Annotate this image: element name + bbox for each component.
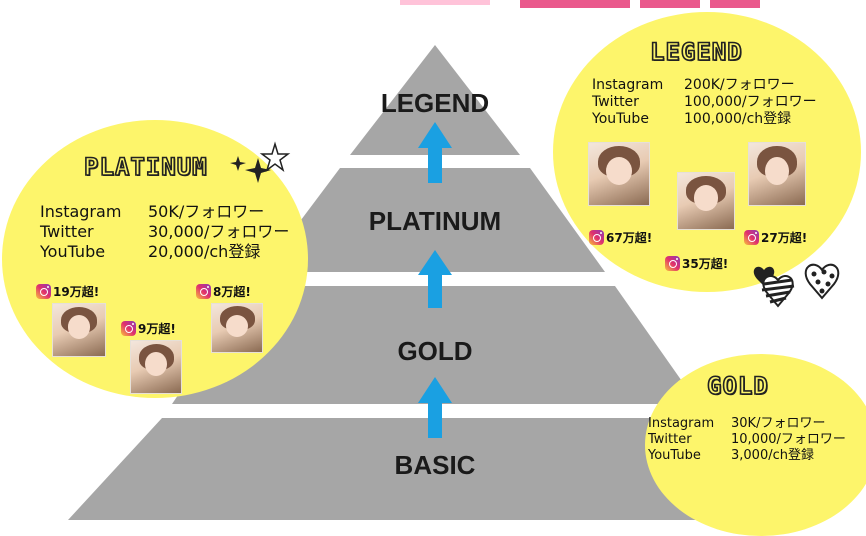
influencer-photo (588, 142, 650, 206)
top-accent-decoration (400, 0, 760, 8)
tier-label-legend: LEGEND (380, 88, 490, 118)
heart-icon (753, 263, 840, 308)
up-arrow-icon (418, 377, 452, 438)
instagram-icon (121, 321, 136, 336)
tier-legend-band (350, 45, 520, 155)
instagram-icon (589, 230, 604, 245)
legend-badge-1: 67万超! (589, 229, 652, 246)
platinum-badge-3: 8万超! (196, 283, 251, 300)
pyramid-graphic (68, 0, 800, 520)
instagram-icon (36, 284, 51, 299)
gold-circle (645, 354, 866, 536)
influencer-photo (130, 340, 182, 394)
instagram-icon (665, 256, 680, 271)
instagram-icon (196, 284, 211, 299)
influencer-photo (677, 172, 735, 230)
tier-platinum-band (262, 168, 605, 272)
influencer-photo (211, 303, 263, 353)
gold-title: GOLD (706, 371, 769, 401)
tier-label-basic: BASIC (394, 450, 476, 480)
platinum-badge-1: 19万超! (36, 283, 99, 300)
platinum-badge-2: 9万超! (121, 320, 176, 337)
legend-title: LEGEND (649, 37, 743, 67)
legend-badge-2: 35万超! (665, 255, 728, 272)
up-arrow-icon (418, 122, 452, 183)
tier-label-gold: GOLD (397, 336, 473, 366)
influencer-photo (52, 303, 106, 357)
tier-gold-band (172, 286, 698, 404)
up-arrow-icon (418, 250, 452, 308)
influencer-photo (748, 142, 806, 206)
platinum-title: PLATINUM (83, 152, 208, 182)
tier-label-platinum: PLATINUM (368, 206, 502, 236)
tier-basic-band (68, 418, 800, 520)
instagram-icon (744, 230, 759, 245)
star-sparkle-icon (230, 141, 291, 183)
legend-badge-3: 27万超! (744, 229, 807, 246)
